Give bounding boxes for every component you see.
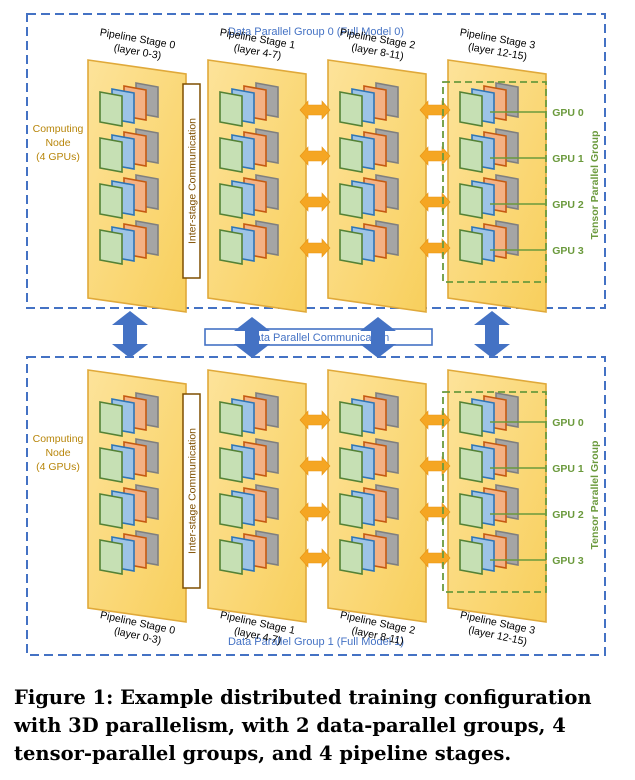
gpu-card-green bbox=[459, 401, 483, 437]
gpu-card-green bbox=[219, 137, 243, 173]
gpu-card-green bbox=[219, 91, 243, 127]
data-parallel-group-1: Pipeline Stage 0(layer 0-3)Pipeline Stag… bbox=[33, 369, 601, 648]
gpu-card-green bbox=[459, 137, 483, 173]
pipeline-arrow bbox=[299, 548, 331, 568]
pipeline-arrow bbox=[299, 502, 331, 522]
computing-node-label-line2: Node bbox=[45, 447, 70, 459]
data-parallel-group-1-box bbox=[26, 356, 606, 656]
gpu-2-label: GPU 2 bbox=[552, 509, 584, 521]
gpu-1-label: GPU 1 bbox=[552, 153, 584, 165]
gpu-card-green bbox=[219, 229, 243, 265]
distributed-training-diagram: Data Parallel Group 0 (Full Model 0) Dat… bbox=[26, 13, 606, 656]
computing-node-label-line3: (4 GPUs) bbox=[36, 461, 80, 473]
computing-node-label-line1: Computing bbox=[33, 433, 84, 445]
data-parallel-comm-label: Data Parallel Communication bbox=[247, 332, 389, 344]
gpu-card-green bbox=[459, 91, 483, 127]
pipeline-arrow bbox=[299, 192, 331, 212]
tensor-parallel-box bbox=[442, 81, 547, 283]
inter-stage-comm-box bbox=[182, 83, 201, 279]
gpu-card-green bbox=[339, 539, 363, 575]
pipeline-arrow bbox=[419, 456, 451, 476]
gpu-card-green bbox=[99, 447, 123, 483]
gpu-3-label: GPU 3 bbox=[552, 245, 584, 257]
gpu-card-green bbox=[459, 539, 483, 575]
gpu-card-green bbox=[459, 447, 483, 483]
data-parallel-arrow bbox=[474, 311, 510, 358]
pipeline-arrow bbox=[299, 410, 331, 430]
gpu-card-green bbox=[459, 229, 483, 265]
gpu-card-green bbox=[219, 401, 243, 437]
gpu-3-label: GPU 3 bbox=[552, 555, 584, 567]
gpu-card-green bbox=[219, 447, 243, 483]
inter-stage-comm-label: Inter-stage Communication bbox=[187, 428, 199, 554]
gpu-0-label: GPU 0 bbox=[552, 417, 584, 429]
figure-caption: Figure 1: Example distributed training c… bbox=[14, 686, 592, 765]
gpu-card-green bbox=[99, 401, 123, 437]
group-0-label: Data Parallel Group 0 (Full Model 0) bbox=[228, 26, 404, 38]
computing-node-label-line3: (4 GPUs) bbox=[36, 151, 80, 163]
gpu-1-label: GPU 1 bbox=[552, 463, 584, 475]
pipeline-arrow bbox=[419, 146, 451, 166]
pipeline-arrow bbox=[299, 456, 331, 476]
gpu-card-green bbox=[339, 401, 363, 437]
data-parallel-group-0-box bbox=[26, 13, 606, 309]
gpu-0-label: GPU 0 bbox=[552, 107, 584, 119]
gpu-card-green bbox=[459, 183, 483, 219]
data-parallel-arrow bbox=[112, 311, 148, 358]
data-parallel-arrow bbox=[234, 317, 270, 358]
data-parallel-group-0: Pipeline Stage 0(layer 0-3)Pipeline Stag… bbox=[33, 26, 601, 313]
data-parallel-arrow bbox=[360, 317, 396, 358]
gpu-card-green bbox=[99, 91, 123, 127]
tensor-parallel-label: Tensor Parallel Group bbox=[589, 131, 601, 240]
gpu-2-label: GPU 2 bbox=[552, 199, 584, 211]
inter-stage-comm-label: Inter-stage Communication bbox=[187, 118, 199, 244]
tensor-parallel-box bbox=[442, 391, 547, 593]
computing-node-label-line2: Node bbox=[45, 137, 70, 149]
gpu-card-green bbox=[99, 183, 123, 219]
gpu-card-green bbox=[219, 183, 243, 219]
pipeline-arrow bbox=[299, 238, 331, 258]
gpu-card-green bbox=[219, 493, 243, 529]
gpu-card-green bbox=[99, 539, 123, 575]
gpu-card-green bbox=[99, 137, 123, 173]
gpu-card-green bbox=[219, 539, 243, 575]
gpu-card-green bbox=[339, 183, 363, 219]
gpu-card-green bbox=[339, 493, 363, 529]
tensor-parallel-label: Tensor Parallel Group bbox=[589, 441, 601, 550]
gpu-card-green bbox=[339, 137, 363, 173]
gpu-card-green bbox=[99, 229, 123, 265]
inter-stage-comm-box bbox=[182, 393, 201, 589]
gpu-card-green bbox=[459, 493, 483, 529]
gpu-card-green bbox=[339, 91, 363, 127]
group-1-label: Data Parallel Group 1 (Full Model 1) bbox=[228, 636, 404, 648]
pipeline-arrow bbox=[299, 146, 331, 166]
gpu-card-green bbox=[339, 229, 363, 265]
pipeline-arrow bbox=[299, 100, 331, 120]
gpu-card-green bbox=[99, 493, 123, 529]
gpu-card-green bbox=[339, 447, 363, 483]
computing-node-label-line1: Computing bbox=[33, 123, 84, 135]
